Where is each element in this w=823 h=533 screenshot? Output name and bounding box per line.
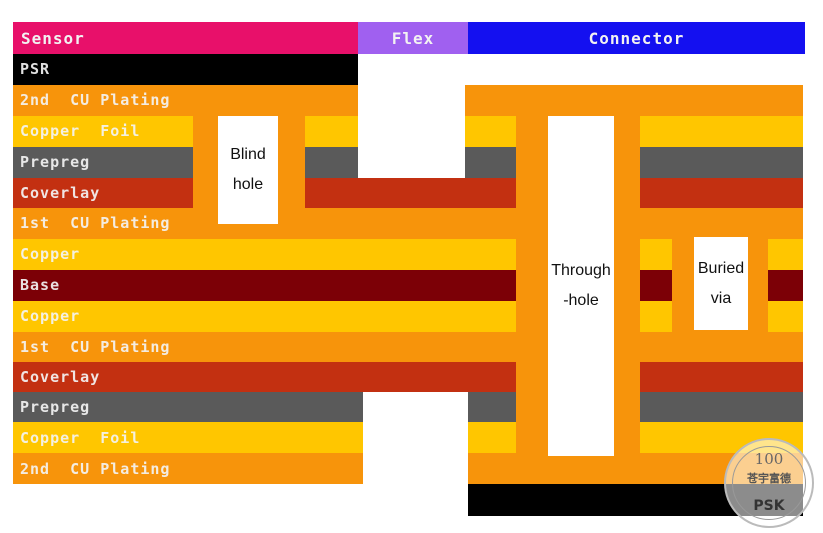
- buried-via-label-2: via: [710, 289, 732, 307]
- buried-via-label-1: Buried: [697, 259, 745, 277]
- blind-hole-label-1: Blind: [230, 146, 266, 163]
- layer-label-1st-plating-top: 1st CU Plating: [20, 214, 171, 232]
- through-hole: Through -hole: [548, 116, 614, 456]
- core-plating-top: [13, 208, 803, 239]
- seal-top-text: 100: [754, 450, 784, 468]
- layer-label-copper-bottom: Copper: [20, 307, 81, 325]
- core-base: [13, 270, 803, 301]
- layer-label-psr: PSR: [20, 60, 51, 78]
- sensor-header: Sensor: [13, 22, 358, 54]
- seal-middle-text: 苍宇富德: [747, 472, 791, 485]
- buried-via: Buried via: [694, 237, 748, 330]
- flex-header: Flex: [358, 22, 468, 54]
- layer-label-coverlay-bottom: Coverlay: [20, 368, 101, 386]
- left-2nd-plating-top: [13, 85, 358, 116]
- company-seal-icon: 100 苍宇富德 PSK: [724, 438, 814, 528]
- left-copper-foil-bottom: [13, 422, 363, 453]
- core-copper-top: [13, 239, 803, 270]
- left-prepreg-bottom: [13, 392, 363, 422]
- layer-label-2nd-plating-top: 2nd CU Plating: [20, 91, 171, 109]
- layer-label-copper-top: Copper: [20, 245, 81, 263]
- layer-label-coverlay-top: Coverlay: [20, 184, 101, 202]
- coverlay-top: [13, 178, 803, 208]
- through-hole-label-2: -hole: [563, 292, 599, 309]
- core-copper-bottom: [13, 301, 803, 332]
- connector-header-label: Connector: [588, 28, 685, 48]
- coverlay-bottom: [13, 362, 803, 392]
- connector-header: Connector: [468, 22, 805, 54]
- sensor-header-label: Sensor: [21, 28, 85, 48]
- blind-hole: Blind hole: [218, 116, 278, 224]
- blind-hole-label-2: hole: [232, 176, 264, 193]
- flex-header-label: Flex: [391, 28, 435, 48]
- seal-inner-ring: [732, 446, 806, 520]
- layer-label-2nd-plating-bottom: 2nd CU Plating: [20, 460, 171, 478]
- layer-label-copper-foil-top: Copper Foil: [20, 122, 141, 140]
- layer-label-prepreg-bottom: Prepreg: [20, 398, 91, 416]
- layer-label-1st-plating-bottom: 1st CU Plating: [20, 338, 171, 356]
- core-plating-bottom: [13, 332, 803, 362]
- layer-label-base: Base: [20, 276, 61, 294]
- psr-layer: [13, 54, 358, 85]
- left-2nd-plating-bottom: [13, 453, 363, 484]
- through-hole-label-1: Through: [551, 262, 611, 279]
- layer-label-prepreg-top: Prepreg: [20, 153, 91, 171]
- seal-bottom-text: PSK: [753, 498, 785, 514]
- layer-label-copper-foil-bottom: Copper Foil: [20, 429, 141, 447]
